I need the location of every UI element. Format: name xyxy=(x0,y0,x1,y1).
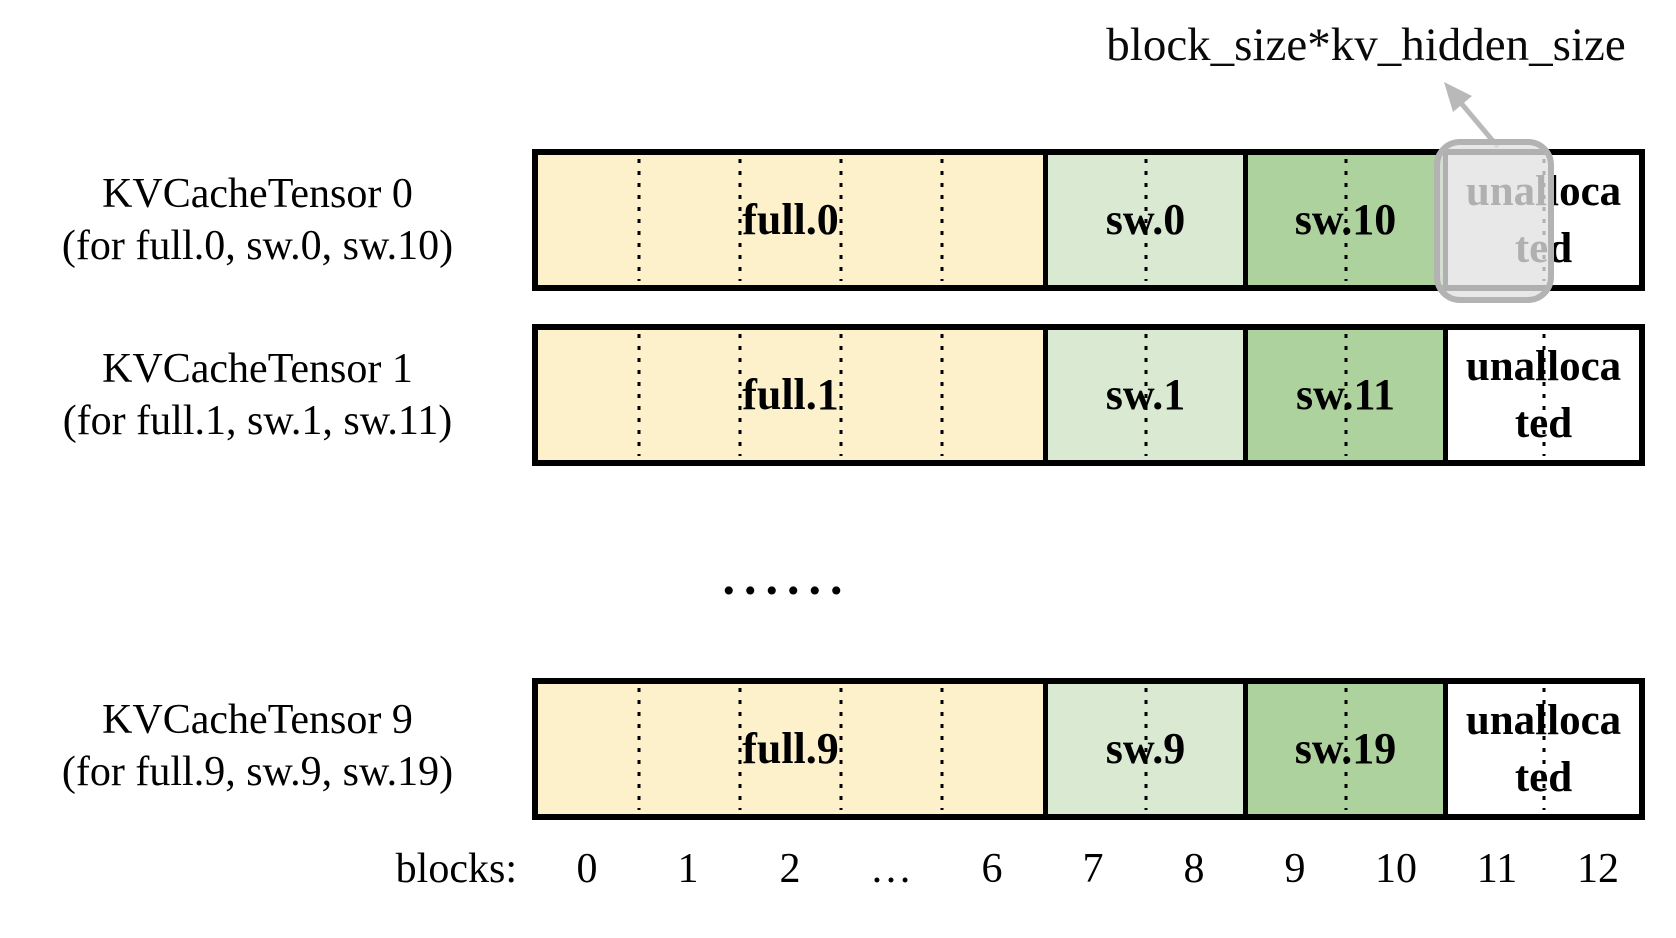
segment-sw-10: sw.10 xyxy=(1243,155,1443,285)
block-tick-11: 11 xyxy=(1476,846,1518,892)
kv-cache-tensor-9-bar: full.9 sw.9 sw.19 unallocated xyxy=(532,678,1645,820)
segment-full-0: full.0 xyxy=(538,155,1043,285)
tensor-9-subtitle: (for full.9, sw.9, sw.19) xyxy=(61,749,454,795)
segment-label: sw.11 xyxy=(1295,370,1396,419)
segment-sw-1: sw.1 xyxy=(1043,330,1243,460)
block-tick-2: 2 xyxy=(779,846,801,892)
row-label-tensor-0: KVCacheTensor 0 (for full.0, sw.0, sw.10… xyxy=(0,168,515,272)
block-tick-7: 7 xyxy=(1082,846,1104,892)
segment-label: unallocated xyxy=(1465,343,1622,447)
block-size-highlight-box xyxy=(1434,139,1554,303)
row-label-tensor-1: KVCacheTensor 1 (for full.1, sw.1, sw.11… xyxy=(0,343,515,447)
segment-label: sw.0 xyxy=(1105,195,1186,244)
block-tick-1: 1 xyxy=(677,846,699,892)
block-divider xyxy=(839,688,843,810)
segment-label: sw.19 xyxy=(1294,724,1397,773)
block-divider xyxy=(1542,334,1545,456)
block-divider xyxy=(940,159,944,281)
block-divider xyxy=(1344,334,1347,456)
row-label-tensor-9: KVCacheTensor 9 (for full.9, sw.9, sw.19… xyxy=(0,694,515,798)
segment-full-9: full.9 xyxy=(538,684,1043,814)
rows-ellipsis: ...... xyxy=(722,549,852,605)
block-divider xyxy=(1144,334,1147,456)
tensor-1-subtitle: (for full.1, sw.1, sw.11) xyxy=(62,398,453,444)
segment-label: full.1 xyxy=(742,370,839,419)
segment-label: full.0 xyxy=(742,195,839,244)
block-tick-0: 0 xyxy=(576,846,598,892)
block-divider xyxy=(637,334,641,456)
block-divider xyxy=(738,688,742,810)
segment-full-1: full.1 xyxy=(538,330,1043,460)
segment-label: sw.10 xyxy=(1294,195,1397,244)
block-divider xyxy=(940,334,944,456)
block-divider xyxy=(839,334,843,456)
block-divider xyxy=(637,688,641,810)
block-divider xyxy=(839,159,843,281)
block-divider xyxy=(637,159,641,281)
segment-label: full.9 xyxy=(742,724,839,773)
block-tick-12: 12 xyxy=(1577,846,1619,892)
tensor-1-title: KVCacheTensor 1 xyxy=(102,346,413,392)
kv-cache-tensor-1-bar: full.1 sw.1 sw.11 unallocated xyxy=(532,324,1645,466)
segment-unallocated-9: unallocated xyxy=(1443,684,1639,814)
block-divider xyxy=(738,334,742,456)
segment-label: unallocated xyxy=(1465,697,1622,801)
block-divider xyxy=(1144,688,1147,810)
block-tick-8: 8 xyxy=(1183,846,1205,892)
tensor-0-title: KVCacheTensor 0 xyxy=(102,171,413,217)
block-tick-ellipsis: … xyxy=(870,846,912,892)
segment-sw-19: sw.19 xyxy=(1243,684,1443,814)
block-size-annotation: block_size*kv_hidden_size xyxy=(1106,19,1626,71)
block-divider xyxy=(1344,688,1347,810)
segment-label: sw.9 xyxy=(1105,724,1186,773)
block-tick-10: 10 xyxy=(1375,846,1417,892)
block-tick-6: 6 xyxy=(981,846,1003,892)
block-divider xyxy=(738,159,742,281)
block-divider xyxy=(1344,159,1347,281)
segment-label: sw.1 xyxy=(1105,370,1186,419)
segment-sw-11: sw.11 xyxy=(1243,330,1443,460)
tensor-9-title: KVCacheTensor 9 xyxy=(102,697,413,743)
tensor-0-subtitle: (for full.0, sw.0, sw.10) xyxy=(61,223,454,269)
block-divider xyxy=(1144,159,1147,281)
block-divider xyxy=(940,688,944,810)
segment-sw-9: sw.9 xyxy=(1043,684,1243,814)
block-divider xyxy=(1542,688,1545,810)
blocks-axis-label: blocks: xyxy=(395,846,517,892)
segment-sw-0: sw.0 xyxy=(1043,155,1243,285)
block-tick-9: 9 xyxy=(1284,846,1306,892)
segment-unallocated-1: unallocated xyxy=(1443,330,1639,460)
